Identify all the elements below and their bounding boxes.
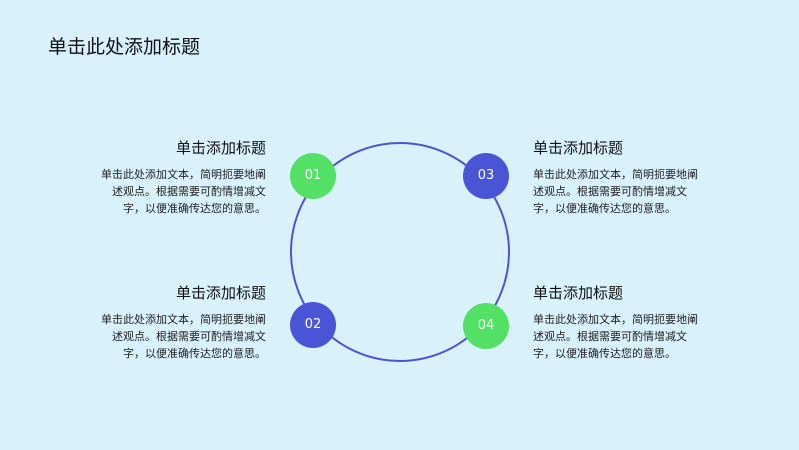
block-body-line: 述观点。根据需要可酌情增减文 <box>533 185 687 198</box>
text-block-02: 单击添加标题 单击此处添加文本，简明扼要地阐 述观点。根据需要可酌情增减文 字，… <box>76 283 266 362</box>
block-body-line: 述观点。根据需要可酌情增减文 <box>112 330 266 343</box>
step-node-label: 04 <box>477 318 495 333</box>
step-node-label: 01 <box>304 168 322 183</box>
block-body-line: 单击此处添加文本，简明扼要地阐 <box>533 168 698 181</box>
block-body[interactable]: 单击此处添加文本，简明扼要地阐 述观点。根据需要可酌情增减文 字，以便准确传达您… <box>533 311 723 362</box>
block-heading[interactable]: 单击添加标题 <box>533 139 624 157</box>
step-node-label: 03 <box>477 168 495 183</box>
step-node-label: 02 <box>304 317 322 332</box>
text-block-04: 单击添加标题 单击此处添加文本，简明扼要地阐 述观点。根据需要可酌情增减文 字，… <box>533 283 723 362</box>
block-heading[interactable]: 单击添加标题 <box>175 139 266 157</box>
text-block-03: 单击添加标题 单击此处添加文本，简明扼要地阐 述观点。根据需要可酌情增减文 字，… <box>533 138 723 217</box>
block-body-line: 字，以便准确传达您的意思。 <box>533 347 676 360</box>
block-body-line: 述观点。根据需要可酌情增减文 <box>533 330 687 343</box>
step-node-01[interactable]: 01 <box>290 153 336 199</box>
block-body-line: 单击此处添加文本，简明扼要地阐 <box>101 168 266 181</box>
block-body[interactable]: 单击此处添加文本，简明扼要地阐 述观点。根据需要可酌情增减文 字，以便准确传达您… <box>533 166 723 217</box>
text-block-01: 单击添加标题 单击此处添加文本，简明扼要地阐 述观点。根据需要可酌情增减文 字，… <box>76 138 266 217</box>
step-node-04[interactable]: 04 <box>463 303 509 349</box>
step-node-02[interactable]: 02 <box>290 302 336 348</box>
block-body-line: 字，以便准确传达您的意思。 <box>123 202 266 215</box>
block-body-line: 单击此处添加文本，简明扼要地阐 <box>101 313 266 326</box>
block-body-line: 字，以便准确传达您的意思。 <box>533 202 676 215</box>
block-body-line: 字，以便准确传达您的意思。 <box>123 347 266 360</box>
step-node-03[interactable]: 03 <box>463 153 509 199</box>
ring-circle <box>290 142 510 362</box>
block-body-line: 述观点。根据需要可酌情增减文 <box>112 185 266 198</box>
block-body[interactable]: 单击此处添加文本，简明扼要地阐 述观点。根据需要可酌情增减文 字，以便准确传达您… <box>76 166 266 217</box>
block-heading[interactable]: 单击添加标题 <box>533 284 624 302</box>
block-body-line: 单击此处添加文本，简明扼要地阐 <box>533 313 698 326</box>
block-heading[interactable]: 单击添加标题 <box>175 284 266 302</box>
page-title[interactable]: 单击此处添加标题 <box>48 36 201 58</box>
block-body[interactable]: 单击此处添加文本，简明扼要地阐 述观点。根据需要可酌情增减文 字，以便准确传达您… <box>76 311 266 362</box>
